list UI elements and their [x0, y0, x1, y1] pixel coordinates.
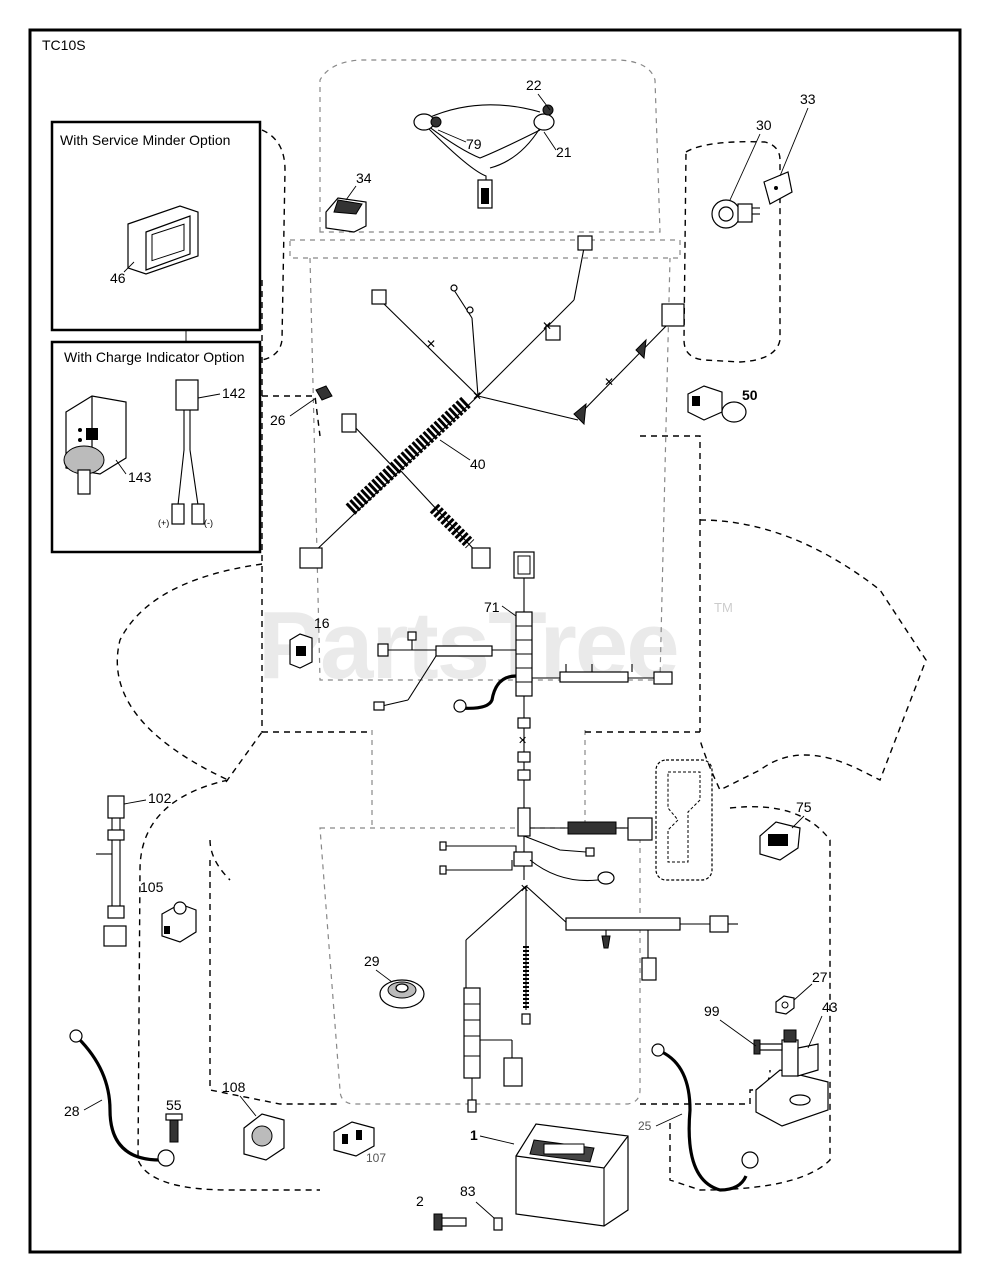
lower-harness-icon: ✕ — [463, 882, 738, 1113]
callout-21: 21 — [556, 144, 572, 160]
callout-105: 105 — [140, 879, 164, 895]
callout-143: 143 — [128, 469, 152, 485]
model-label: TC10S — [42, 37, 86, 53]
callout-46: 46 — [110, 270, 126, 286]
seat-switch-43-icon — [755, 1029, 829, 1127]
callout-75: 75 — [796, 799, 812, 815]
callout-79: 79 — [466, 136, 482, 152]
ignition-switch-icon — [711, 199, 760, 229]
callout-22: 22 — [526, 77, 542, 93]
svg-text:✕: ✕ — [472, 389, 482, 403]
callout-108: 108 — [222, 1079, 246, 1095]
callout-16: 16 — [314, 615, 330, 631]
fuel-tank-outline — [655, 759, 713, 881]
callout-30: 30 — [756, 117, 772, 133]
callout-28: 28 — [64, 1103, 80, 1119]
diagram-border — [28, 28, 962, 1254]
callout-1: 1 — [470, 1127, 478, 1143]
buzzer-29-icon — [379, 979, 425, 1009]
service-minder-module-icon — [127, 205, 199, 275]
callout-25: 25 — [638, 1119, 652, 1133]
nut-27-icon — [775, 995, 795, 1015]
callout-99: 99 — [704, 1003, 720, 1019]
charge-indicator-gauge-icon — [63, 395, 127, 495]
callout-29: 29 — [364, 953, 380, 969]
inset-service-minder: With Service Minder Option 46 — [50, 120, 262, 332]
bolt-99-icon — [753, 1039, 783, 1055]
switch-34-icon — [325, 197, 367, 233]
callout-50: 50 — [742, 387, 758, 403]
callout-55: 55 — [166, 1097, 182, 1113]
inset-service-minder-title: With Service Minder Option — [60, 132, 230, 148]
battery-1-icon — [515, 1123, 629, 1227]
switch-50-icon — [687, 385, 747, 423]
battery-cable-25-icon — [651, 1043, 759, 1192]
key-switch-33-icon — [763, 171, 793, 205]
inset-charge-indicator-title: With Charge Indicator Option — [64, 349, 245, 365]
main-harness-40-icon: ✕ ✕ ✕ ✕ — [299, 235, 685, 569]
solenoid-108-icon — [243, 1113, 285, 1161]
charge-indicator-plus-label: (+) — [158, 518, 169, 528]
switch-75-icon — [759, 821, 801, 861]
callout-2: 2 — [416, 1193, 424, 1209]
callout-102: 102 — [148, 790, 172, 806]
harness-71-icon: ✕ — [373, 551, 673, 885]
battery-cable-28-icon — [69, 1029, 175, 1167]
nut-83-icon — [493, 1217, 503, 1231]
headlight-harness-icon — [413, 104, 555, 209]
switch-105-icon — [161, 901, 197, 943]
svg-text:✕: ✕ — [542, 319, 552, 333]
fuse-26-icon — [315, 385, 333, 401]
bolt-2-icon — [433, 1213, 467, 1231]
callout-40: 40 — [470, 456, 486, 472]
relay-16-icon — [289, 633, 313, 669]
callout-26: 26 — [270, 412, 286, 428]
svg-text:✕: ✕ — [604, 375, 614, 389]
watermark-tm: TM — [714, 600, 733, 615]
svg-text:✕: ✕ — [518, 734, 527, 747]
inset-charge-indicator: With Charge Indicator Option 143 142 (+)… — [50, 340, 262, 554]
callout-43: 43 — [822, 999, 838, 1015]
callout-107: 107 — [366, 1151, 386, 1165]
charge-indicator-minus-label: (-) — [204, 518, 213, 528]
callout-142: 142 — [222, 385, 246, 401]
relay-107-icon — [333, 1121, 375, 1157]
callout-83: 83 — [460, 1183, 476, 1199]
charge-indicator-harness-icon — [171, 379, 205, 525]
callout-71: 71 — [484, 599, 500, 615]
bolt-55-icon — [165, 1113, 183, 1143]
svg-text:✕: ✕ — [426, 337, 436, 351]
callout-27: 27 — [812, 969, 828, 985]
svg-text:✕: ✕ — [520, 882, 529, 895]
callout-33: 33 — [800, 91, 816, 107]
callout-34: 34 — [356, 170, 372, 186]
harness-102-icon — [96, 795, 127, 947]
